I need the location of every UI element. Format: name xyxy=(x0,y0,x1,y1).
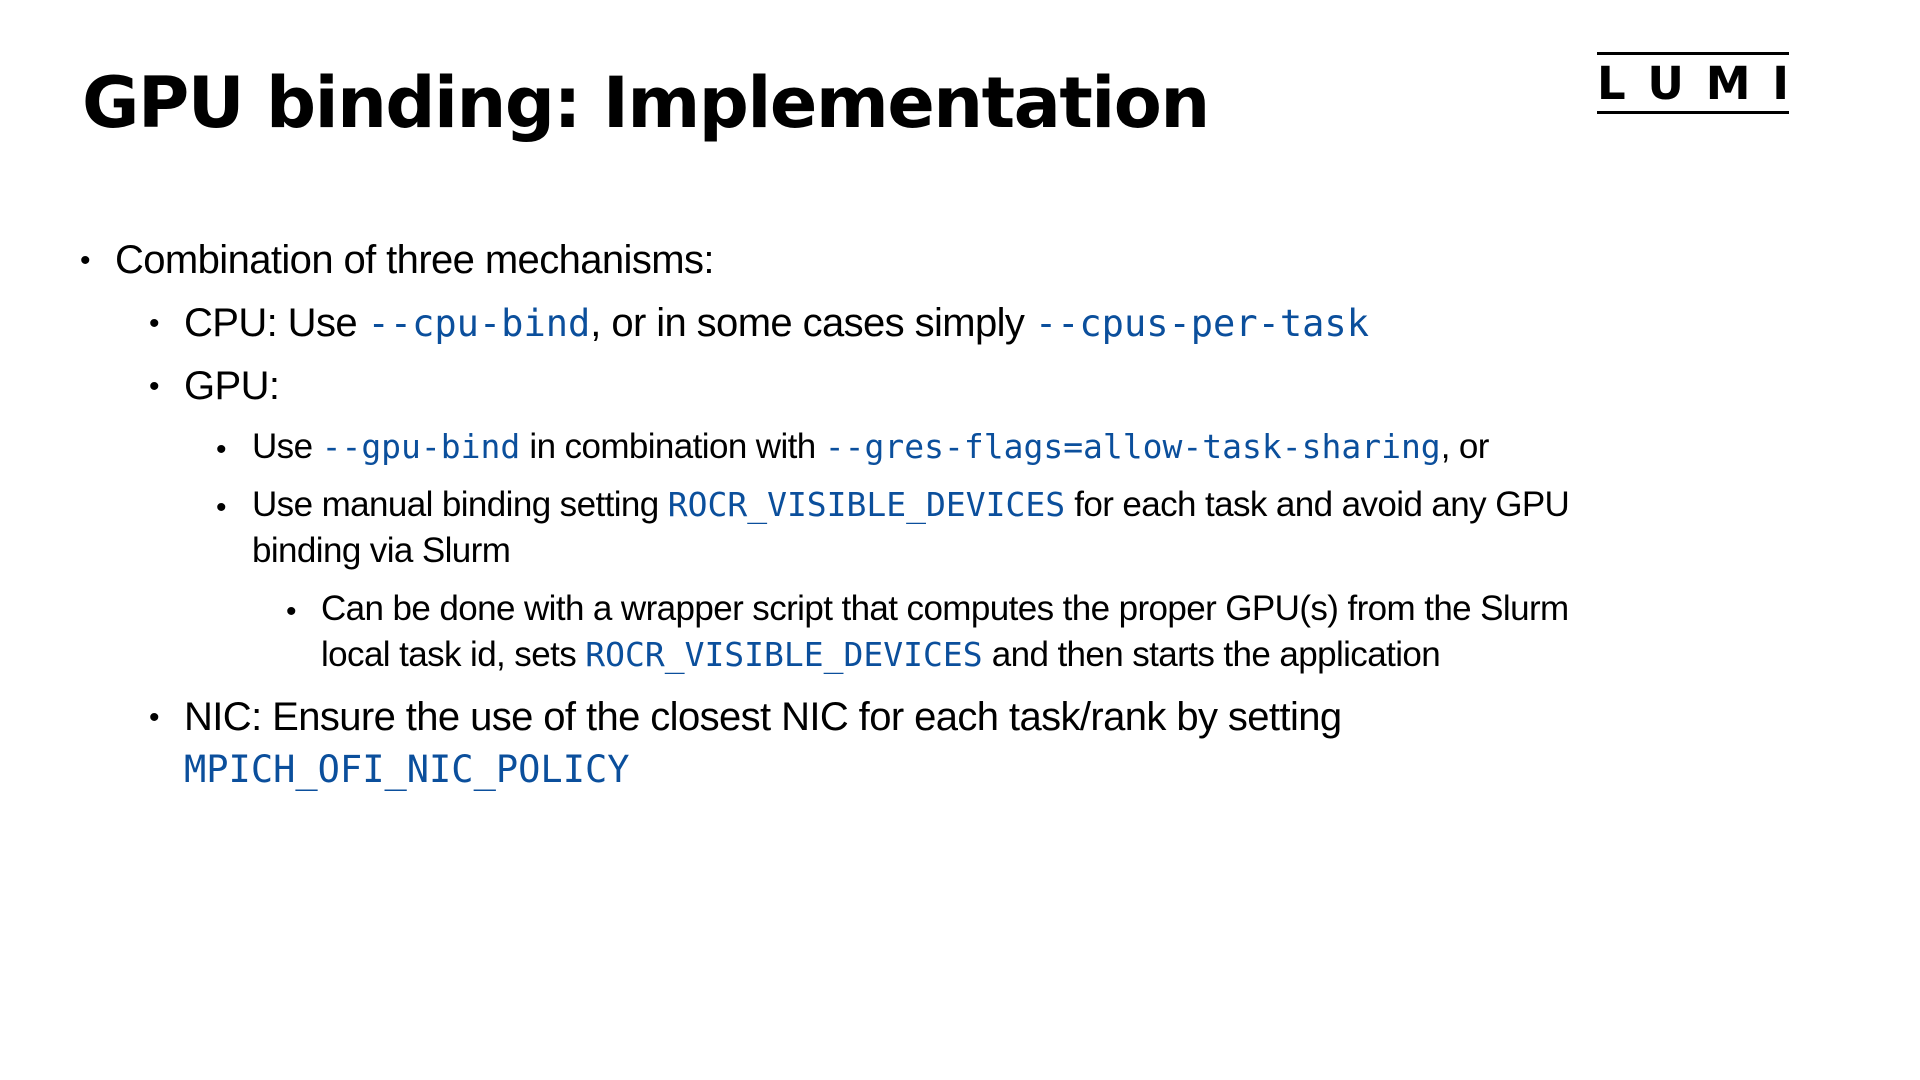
logo-letters: L U M I xyxy=(1597,57,1789,110)
code-snippet: MPICH_OFI_NIC_POLICY xyxy=(184,748,630,791)
code-snippet: --gpu-bind xyxy=(321,427,521,466)
bullet-item-level-3: Use manual binding setting ROCR_VISIBLE_… xyxy=(252,485,1570,525)
bullet-text: NIC: Ensure the use of the closest NIC f… xyxy=(184,695,1342,739)
bullet-item-level-4: local task id, sets ROCR_VISIBLE_DEVICES… xyxy=(321,635,1441,675)
bullet-marker: • xyxy=(149,701,160,734)
bullet-item-level-2: GPU: xyxy=(184,364,280,409)
bullet-text: Use xyxy=(252,427,322,466)
slide-title: GPU binding: Implementation xyxy=(82,62,1210,144)
bullet-item-level-1: Combination of three mechanisms: xyxy=(115,238,714,283)
bullet-text: binding via Slurm xyxy=(252,531,511,570)
logo-letter: U xyxy=(1647,57,1684,110)
bullet-marker: • xyxy=(286,595,297,628)
bullet-marker: • xyxy=(216,433,227,466)
bullet-item-level-2: NIC: Ensure the use of the closest NIC f… xyxy=(184,695,1342,740)
bullet-text: Combination of three mechanisms: xyxy=(115,238,714,282)
bullet-item-level-4: Can be done with a wrapper script that c… xyxy=(321,589,1569,629)
lumi-logo: L U M I xyxy=(1597,52,1789,114)
bullet-text: , or in some cases simply xyxy=(590,301,1035,345)
logo-letter: I xyxy=(1772,57,1789,110)
logo-letter: M xyxy=(1705,57,1751,110)
logo-letter: L xyxy=(1597,57,1626,110)
bullet-text: Use manual binding setting xyxy=(252,485,668,524)
bullet-item-level-3: binding via Slurm xyxy=(252,531,511,571)
code-snippet: ROCR_VISIBLE_DEVICES xyxy=(585,635,983,674)
bullet-marker: • xyxy=(80,244,91,277)
bullet-text: in combination with xyxy=(520,427,825,466)
bullet-item-level-3: Use --gpu-bind in combination with --gre… xyxy=(252,427,1489,467)
bullet-text: GPU: xyxy=(184,364,280,408)
code-snippet: --cpus-per-task xyxy=(1034,302,1369,345)
bullet-marker: • xyxy=(216,491,227,524)
code-snippet: --cpu-bind xyxy=(367,302,591,345)
code-snippet: ROCR_VISIBLE_DEVICES xyxy=(667,485,1066,524)
code-snippet: --gres-flags=allow-task-sharing xyxy=(824,427,1441,466)
bullet-text: local task id, sets xyxy=(321,635,586,674)
bullet-item-level-2: MPICH_OFI_NIC_POLICY xyxy=(184,747,630,792)
bullet-text: , or xyxy=(1440,427,1490,466)
bullet-text: CPU: Use xyxy=(184,301,368,345)
bullet-marker: • xyxy=(149,307,160,340)
bullet-text: Can be done with a wrapper script that c… xyxy=(321,589,1569,628)
bullet-item-level-2: CPU: Use --cpu-bind, or in some cases si… xyxy=(184,301,1369,346)
bullet-text: for each task and avoid any GPU xyxy=(1065,485,1570,524)
bullet-text: and then starts the application xyxy=(982,635,1441,674)
bullet-marker: • xyxy=(149,370,160,403)
